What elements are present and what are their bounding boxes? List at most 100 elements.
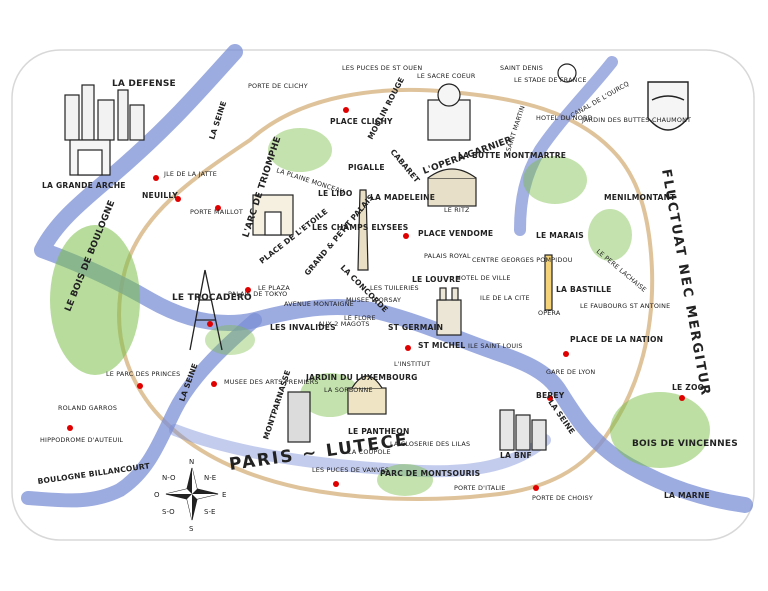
- park-bois-de-boulogne: [50, 225, 140, 375]
- place-label-berey: BEREY: [536, 391, 565, 400]
- place-label-la-grande-arche: LA GRANDE ARCHE: [42, 181, 126, 190]
- place-label-hotel-de-ville: HOTEL DE VILLE: [456, 274, 511, 282]
- landmark-colonne-bastille: [544, 254, 553, 311]
- place-marker-le-plaza: [245, 287, 251, 293]
- place-marker-le-trocadero: [207, 321, 213, 327]
- place-marker-porte-maillot: [215, 205, 221, 211]
- compass-se: S-E: [204, 508, 215, 516]
- place-label-le-zoo: LE ZOO: [672, 383, 705, 392]
- compass-w: O: [154, 491, 160, 499]
- place-label-musee-arts-premiers: MUSEE DES ARTS PREMIERS: [224, 378, 319, 386]
- place-label-palais-de-tokyo: PALAIS DE TOKYO: [228, 290, 287, 298]
- seine-river: [34, 44, 753, 513]
- place-label-les-puces-de-vanves: LES PUCES DE VANVES: [312, 466, 389, 474]
- place-label-menilmontant: MENILMONTANT: [604, 193, 676, 202]
- compass-e: E: [222, 491, 226, 499]
- place-marker-le-zoo: [679, 395, 685, 401]
- place-label-ile-saint-louis: ILE SAINT LOUIS: [468, 342, 523, 350]
- place-label-jle-de-la-jatte: JLE DE LA JATTE: [163, 170, 217, 178]
- place-marker-jle-de-la-jatte: [153, 175, 159, 181]
- compass-n: N: [189, 458, 194, 466]
- place-label-place-vendome: PLACE VENDOME: [418, 229, 493, 238]
- place-marker-place-clichy: [343, 107, 349, 113]
- place-label-la-defense: LA DEFENSE: [112, 79, 176, 89]
- compass-so: S-O: [162, 508, 175, 516]
- place-label-le-sacre-coeur: LE SACRE COEUR: [417, 72, 476, 80]
- place-label-jardin-buttes-chaumont: JARDIN DES BUTTES-CHAUMONT: [581, 116, 691, 124]
- place-label-neuilly: NEUILLY: [142, 191, 178, 200]
- canal-ourcq: [514, 56, 618, 236]
- landmark-paris-coat-of-arms: [647, 81, 689, 131]
- place-label-le-pantheon: LE PANTHEON: [348, 427, 410, 436]
- place-label-le-parc-des-princes: LE PARC DES PRINCES: [106, 370, 180, 378]
- landmark-la-defense-towers: [64, 84, 145, 141]
- park-vincennes: [610, 392, 710, 468]
- place-markers: [67, 107, 685, 491]
- place-label-st-germain: ST GERMAIN: [388, 323, 443, 332]
- compass-ne: N-E: [204, 474, 216, 482]
- place-label-musee-dorsay: MUSEE D'ORSAY: [346, 296, 401, 304]
- landmark-sacre-coeur: [427, 83, 471, 141]
- place-label-saint-denis: SAINT DENIS: [500, 64, 543, 72]
- place-label-porte-maillot: PORTE MAILLOT: [190, 208, 243, 216]
- place-label-parc-de-montsouris: PARC DE MONTSOURIS: [380, 469, 480, 478]
- place-marker-le-parc-des-princes: [137, 383, 143, 389]
- place-label-le-flore: LE FLORE: [344, 314, 376, 322]
- landmark-opera-garnier: [427, 168, 477, 207]
- place-label-hippodrome-dauteuil: HIPPODROME D'AUTEUIL: [40, 436, 123, 444]
- place-label-linstitut: L'INSTITUT: [394, 360, 430, 368]
- place-label-la-madeleine: LA MADELEINE: [370, 193, 435, 202]
- place-marker-porte-de-choisy: [533, 485, 539, 491]
- place-label-jardin-du-luxembourg: JARDIN DU LUXEMBOURG: [305, 373, 418, 382]
- place-label-gare-de-lyon: GARE DE LYON: [546, 368, 595, 376]
- landmark-montparnasse-tower: [287, 391, 311, 443]
- place-marker-les-puces-de-vanves: [333, 481, 339, 487]
- place-label-avenue-montaigne: AVENUE MONTAIGNE: [284, 300, 354, 308]
- place-marker-hippodrome-dauteuil: [67, 425, 73, 431]
- place-label-les-puces-st-ouen: LES PUCES DE ST OUEN: [342, 64, 422, 72]
- place-label-la-butte-montmartre: LA BUTTE MONTMARTRE: [458, 151, 566, 160]
- place-label-la-closerie-des-lilas: LA CLOSERIE DES LILAS: [390, 440, 470, 448]
- place-label-la-coupole: LA COUPOLE: [348, 448, 391, 456]
- place-marker-place-de-la-nation: [563, 351, 569, 357]
- park-pere-lachaise: [588, 209, 632, 261]
- place-label-la-sorbonne: LA SORBONNE: [324, 386, 373, 394]
- place-label-opera-bastille: OPERA: [538, 309, 561, 317]
- place-marker-place-vendome: [403, 233, 409, 239]
- place-marker-musee-arts-premiers: [211, 381, 217, 387]
- place-label-centre-georges-pompidou: CENTRE GEORGES POMPIDOU: [472, 256, 573, 264]
- place-label-le-trocadero: LE TROCADERO: [172, 293, 252, 303]
- place-marker-berey: [547, 395, 553, 401]
- place-label-le-stade-de-france: LE STADE DE FRANCE: [514, 76, 587, 84]
- place-marker-neuilly: [175, 196, 181, 202]
- landmark-grande-arche: [69, 139, 111, 176]
- place-label-place-clichy: PLACE CLICHY: [330, 117, 393, 126]
- place-label-le-louvre: LE LOUVRE: [412, 275, 461, 284]
- landmark-arc-de-triomphe: [252, 194, 294, 236]
- compass-s: S: [189, 525, 194, 533]
- place-label-porte-ditalie: PORTE D'ITALIE: [454, 484, 505, 492]
- place-label-place-de-la-nation: PLACE DE LA NATION: [570, 335, 663, 344]
- landmark-bnf-towers: [499, 409, 547, 451]
- place-label-le-plaza: LE PLAZA: [258, 284, 290, 292]
- seine-river-west-loop: [21, 313, 262, 508]
- place-label-les-tuileries: LES TUILERIES: [370, 284, 419, 292]
- place-label-les-invalides: LES INVALIDES: [270, 323, 336, 332]
- park-buttes-chaumont: [523, 156, 587, 204]
- place-label-roland-garros: ROLAND GARROS: [58, 404, 117, 412]
- place-label-hotel-du-nord: HOTEL DU NORD: [536, 114, 593, 122]
- seine-river-south: [169, 424, 551, 478]
- place-label-le-ritz: LE RITZ: [444, 206, 470, 214]
- park-luxembourg: [300, 373, 360, 417]
- compass-no: N-O: [162, 474, 176, 482]
- place-label-porte-de-choisy: PORTE DE CHOISY: [532, 494, 593, 502]
- place-label-la-bnf: LA BNF: [500, 451, 532, 460]
- place-label-porte-de-clichy: PORTE DE CLICHY: [248, 82, 308, 90]
- place-label-bois-de-vincennes: BOIS DE VINCENNES: [632, 439, 738, 449]
- place-label-ile-de-la-cite: ILE DE LA CITE: [480, 294, 530, 302]
- park-montsouris: [377, 464, 433, 496]
- place-label-la-bastille: LA BASTILLE: [556, 285, 612, 294]
- landmark-concorde-obelisk: [357, 189, 369, 271]
- place-label-la-marne: LA MARNE: [664, 491, 710, 500]
